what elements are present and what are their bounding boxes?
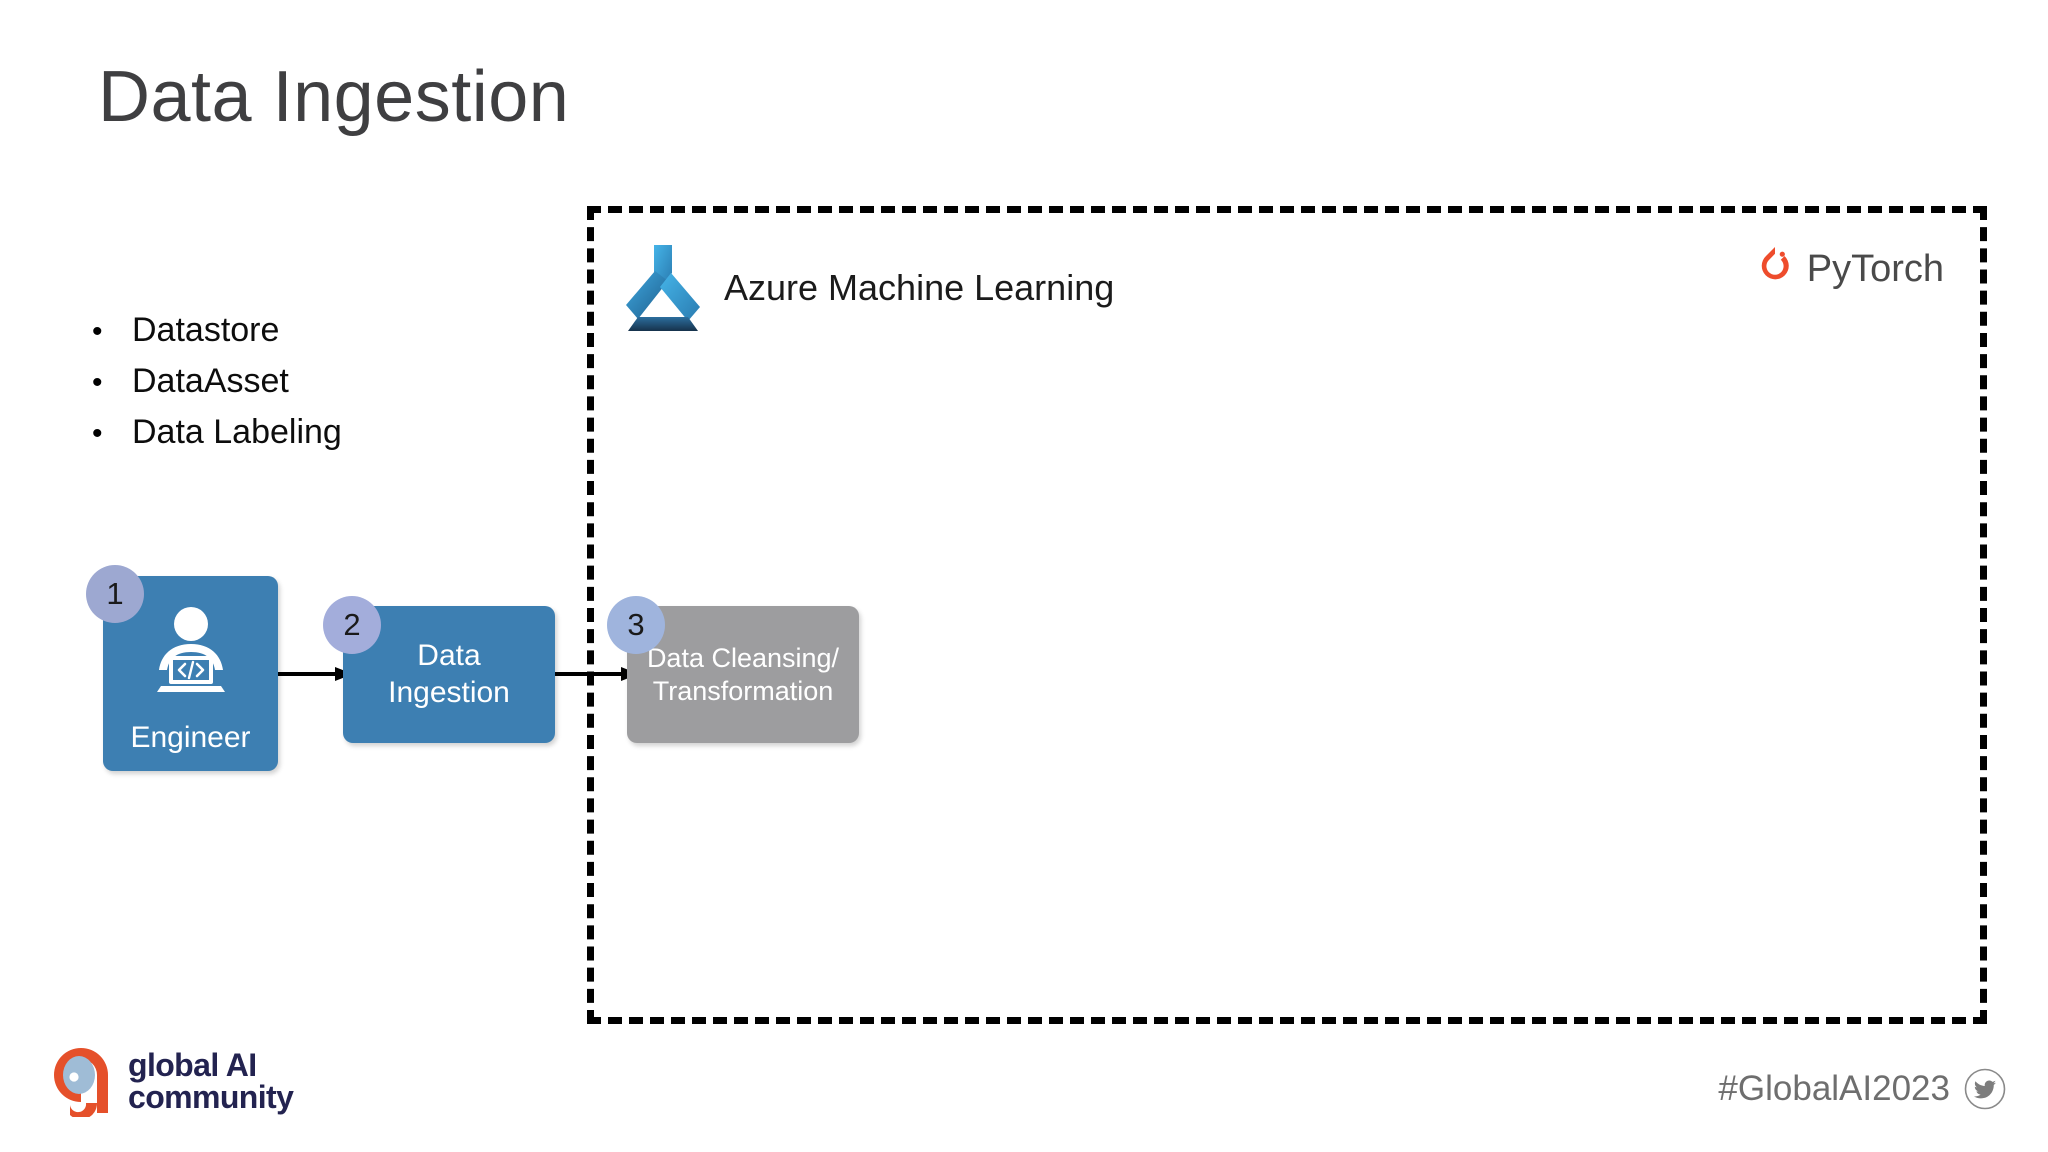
flow-box-engineer[interactable]: Engineer [103, 576, 278, 771]
bullet-marker-icon: • [92, 366, 103, 399]
bullet-list: • Datastore • DataAsset • Data Labeling [92, 305, 512, 458]
flow-box-label: Data Ingestion [388, 638, 510, 709]
azure-machine-learning-beaker-icon [624, 243, 702, 333]
hashtag-block: #GlobalAI2023 [1718, 1068, 2006, 1110]
bullet-marker-icon: • [92, 315, 103, 348]
step-badge-1: 1 [86, 565, 144, 623]
list-item: • Datastore [92, 305, 512, 356]
step-badge-3: 3 [607, 596, 665, 654]
event-hashtag: #GlobalAI2023 [1718, 1069, 1950, 1108]
pytorch-logo: PyTorch [1753, 245, 1944, 293]
brand-line-1: global AI [128, 1047, 257, 1083]
bullet-marker-icon: • [92, 417, 103, 450]
global-ai-community-wordmark: global AI community [128, 1047, 294, 1115]
azure-ml-header: Azure Machine Learning [624, 243, 1114, 333]
bullet-label: Data Labeling [132, 413, 342, 451]
pytorch-flame-icon [1753, 245, 1797, 293]
flow-box-label: Data Cleansing/ Transformation [646, 642, 840, 706]
flow-box-label: Engineer [130, 721, 251, 754]
bullet-label: DataAsset [132, 362, 289, 400]
flow-box-data-cleansing-transformation[interactable]: Data Cleansing/ Transformation [627, 606, 859, 743]
list-item: • DataAsset [92, 356, 512, 407]
page-title: Data Ingestion [98, 57, 570, 137]
bullet-label: Datastore [132, 311, 280, 349]
list-item: • Data Labeling [92, 407, 512, 458]
azure-machine-learning-boundary: Azure Machine Learning PyTorch [587, 206, 1987, 1024]
arrow-engineer-to-ingestion [275, 663, 353, 685]
brand-line-2: community [128, 1079, 294, 1115]
global-ai-community-eye-logo [48, 1045, 114, 1117]
pytorch-wordmark: PyTorch [1806, 247, 1944, 290]
azure-ml-title: Azure Machine Learning [724, 267, 1115, 308]
step-badge-2: 2 [323, 596, 381, 654]
twitter-bird-icon[interactable] [1964, 1068, 2006, 1110]
engineer-coder-icon [139, 598, 243, 702]
global-ai-community-logo: global AI community [48, 1045, 294, 1117]
